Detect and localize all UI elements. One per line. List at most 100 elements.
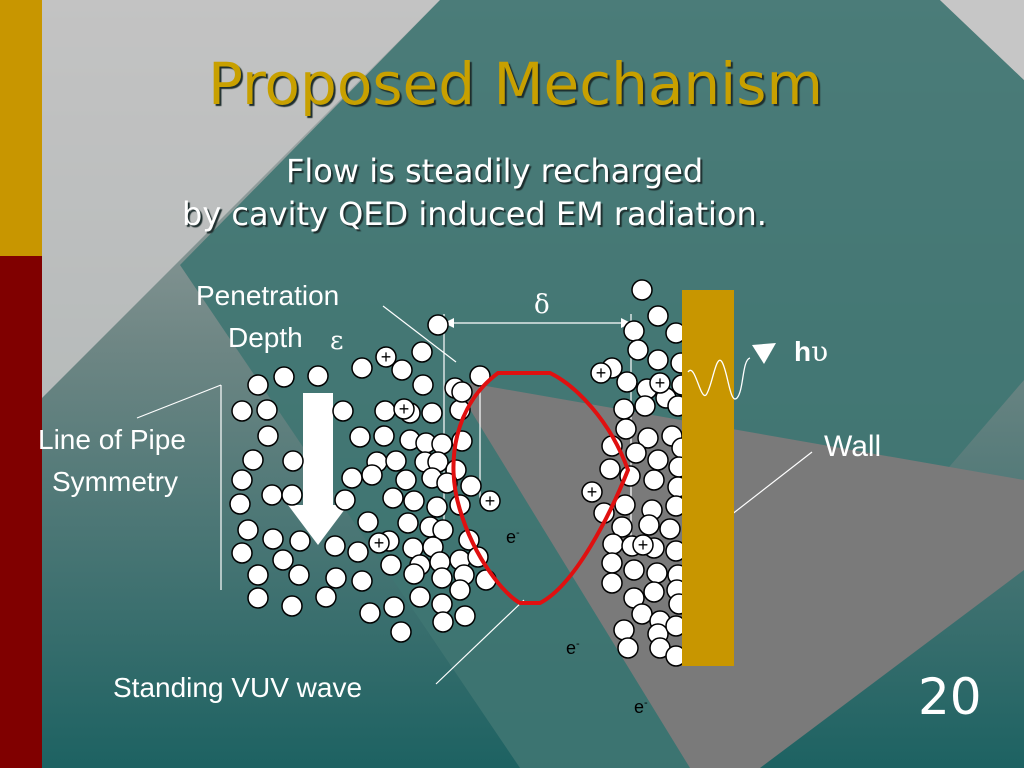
electron-label: e- [506, 527, 520, 548]
particle [454, 605, 476, 627]
particle [324, 535, 346, 557]
particle [411, 341, 433, 363]
particle [631, 603, 653, 625]
standing-wave-label: Standing VUV wave [113, 672, 363, 703]
particle [347, 541, 369, 563]
particle [383, 596, 405, 618]
subtitle-line-1: Flow is steadily recharged [286, 152, 704, 190]
particle [611, 516, 633, 538]
particle [427, 314, 449, 336]
particle [615, 418, 637, 440]
ion-plus-sign: + [399, 399, 410, 419]
electron-charge: - [644, 697, 648, 709]
particle [395, 469, 417, 491]
particle [426, 496, 448, 518]
particle [631, 279, 653, 301]
pipe-symmetry-label-line-2: Symmetry [52, 466, 178, 497]
particle [614, 494, 636, 516]
particle [431, 567, 453, 589]
electron-charge: - [516, 527, 520, 539]
ion-particle [479, 490, 501, 512]
particle [281, 484, 303, 506]
particle [334, 489, 356, 511]
particle [646, 562, 668, 584]
particle [599, 458, 621, 480]
ion-plus-sign: + [381, 347, 392, 367]
electron-symbol: e [506, 527, 517, 547]
corner-panel-right [940, 0, 1024, 80]
photon-wave [687, 357, 751, 400]
photon-arrow-head [752, 343, 776, 364]
particle [397, 512, 419, 534]
electron-label: e- [634, 697, 648, 718]
particle [403, 490, 425, 512]
penetration-label-line-1: Penetration [196, 280, 340, 311]
standing-vuv-wave [451, 371, 631, 605]
gold-side-bar [0, 0, 42, 256]
particle [256, 399, 278, 421]
particle [659, 518, 681, 540]
particle [647, 305, 669, 327]
particle [325, 567, 347, 589]
electron-symbol: e [634, 697, 645, 717]
particle [623, 559, 645, 581]
particle [625, 442, 647, 464]
ion-plus-sign: + [587, 482, 598, 502]
pipe-symmetry-pointer-line [136, 384, 222, 419]
particle [307, 365, 329, 387]
particle [403, 563, 425, 585]
electron-label: e- [566, 638, 580, 659]
ion-plus-sign: + [596, 363, 607, 383]
particle [616, 371, 638, 393]
particle [231, 542, 253, 564]
particle [373, 425, 395, 447]
light-corner-top [40, 0, 440, 400]
particle [257, 425, 279, 447]
particle [409, 586, 431, 608]
particle [359, 602, 381, 624]
ion-particle [393, 398, 415, 420]
particle [351, 570, 373, 592]
particle [627, 339, 649, 361]
particle [623, 320, 645, 342]
photon-label: hυ [794, 335, 828, 368]
particle [643, 581, 665, 603]
maroon-side-bar [0, 256, 42, 768]
particle [349, 426, 371, 448]
particle [617, 637, 639, 659]
wall-pointer-line [721, 451, 813, 523]
particle [231, 400, 253, 422]
particle [380, 554, 402, 576]
particle [385, 450, 407, 472]
ion-particle [368, 532, 390, 554]
particle [237, 519, 259, 541]
particle [231, 469, 253, 491]
particle [602, 533, 624, 555]
wall-label: Wall [824, 430, 882, 463]
particle [351, 357, 373, 379]
particle [421, 402, 443, 424]
ion-particle [375, 346, 397, 368]
particle [412, 374, 434, 396]
particle [357, 511, 379, 533]
particle [613, 398, 635, 420]
particle [637, 427, 659, 449]
particle [475, 569, 497, 591]
particle [390, 621, 412, 643]
particle [242, 449, 264, 471]
particle [601, 572, 623, 594]
particle [261, 484, 283, 506]
electron-symbol: e [566, 638, 577, 658]
particle-field: ++++++++ [229, 279, 693, 667]
particle [601, 552, 623, 574]
particle [272, 549, 294, 571]
particle [643, 469, 665, 491]
photon-label-nu: υ [811, 335, 829, 368]
page-number: 20 [918, 668, 982, 726]
ion-particle [581, 481, 603, 503]
particle [432, 611, 454, 633]
particle [382, 487, 404, 509]
particle [282, 450, 304, 472]
particle [451, 381, 473, 403]
